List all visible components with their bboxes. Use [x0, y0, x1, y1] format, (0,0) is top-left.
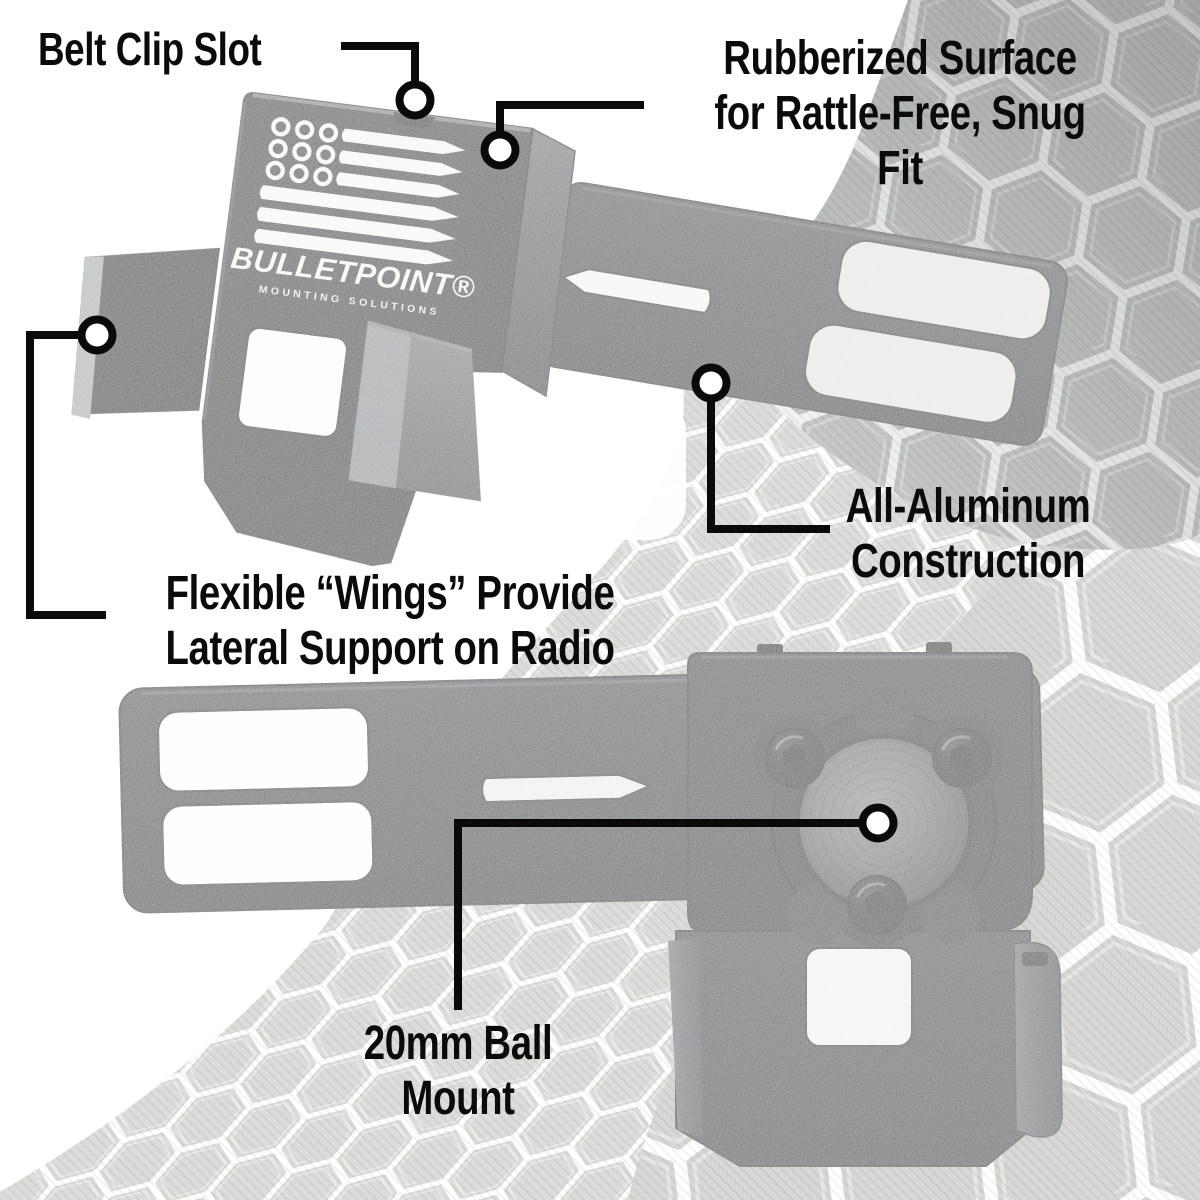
label-ball-mount: 20mm Ball Mount — [364, 1016, 553, 1126]
callout-line-belt-clip — [341, 42, 419, 84]
bullet-flag-icon — [254, 117, 466, 265]
flange-hook-notch — [1022, 952, 1048, 966]
callout-marker-rubberized — [480, 130, 520, 170]
arm-slot-lower — [161, 800, 375, 887]
label-rubberized-surface: Rubberized Surface for Rattle-Free, Snug… — [714, 31, 1086, 196]
label-line: Mount — [401, 1072, 515, 1125]
cradle-left-flange — [668, 938, 703, 1138]
cradle-square-hole-front — [236, 326, 349, 438]
callout-marker-belt-clip — [395, 80, 435, 120]
right-flexible-wing — [348, 320, 481, 502]
label-line: Construction — [850, 535, 1086, 588]
callout-marker-wings — [77, 315, 117, 355]
arm-end-slot-lower — [804, 323, 1018, 424]
label-belt-clip-slot: Belt Clip Slot — [38, 23, 262, 75]
callout-marker-ball — [858, 803, 898, 843]
label-all-aluminum: All-Aluminum Construction — [846, 479, 1091, 589]
bullet-adjustment-slot-top — [560, 268, 712, 315]
screw-icon — [847, 875, 907, 935]
callout-marker-aluminum — [691, 363, 731, 403]
bullet-adjustment-slot-bottom — [481, 773, 653, 804]
callout-line-ball — [454, 819, 866, 1010]
label-line: All-Aluminum — [845, 480, 1091, 533]
cradle-right-flange — [1013, 941, 1063, 1138]
radio-cradle-back — [668, 930, 1063, 1167]
callout-leaders — [26, 42, 898, 1010]
callout-line-wings — [26, 331, 106, 619]
product-bottom-view — [118, 642, 1063, 1167]
screw-icon — [765, 728, 825, 788]
clamp-screws — [765, 728, 992, 935]
cradle-square-hole-back — [805, 947, 913, 1047]
mounting-arm-top — [536, 182, 1068, 446]
rubberized-backplate: BULLETPOINT® MOUNTING SOLUTIONS — [71, 92, 534, 566]
label-line: 20mm Ball — [363, 1017, 553, 1070]
label-line: Rubberized Surface — [723, 32, 1077, 85]
arm-end-slot-upper — [836, 239, 1052, 341]
label-line: Flexible “Wings” Provide — [165, 567, 615, 620]
callout-line-aluminum — [707, 395, 830, 533]
label-line: for Rattle-Free, Snug — [714, 87, 1086, 140]
label-flexible-wings: Flexible “Wings” Provide Lateral Support… — [165, 566, 614, 676]
label-line: Lateral Support on Radio — [165, 622, 615, 675]
label-line: Fit — [877, 142, 923, 195]
screw-icon — [932, 728, 992, 788]
clamp-notch-right — [920, 884, 980, 944]
clamp-notch-left — [788, 884, 848, 944]
callout-line-rubberized — [496, 101, 644, 136]
arm-slot-upper — [157, 706, 370, 793]
clamp-notch-top — [854, 681, 914, 741]
background-white-pocket — [586, 396, 686, 540]
product-top-view: BULLETPOINT® MOUNTING SOLUTIONS — [71, 92, 1068, 566]
